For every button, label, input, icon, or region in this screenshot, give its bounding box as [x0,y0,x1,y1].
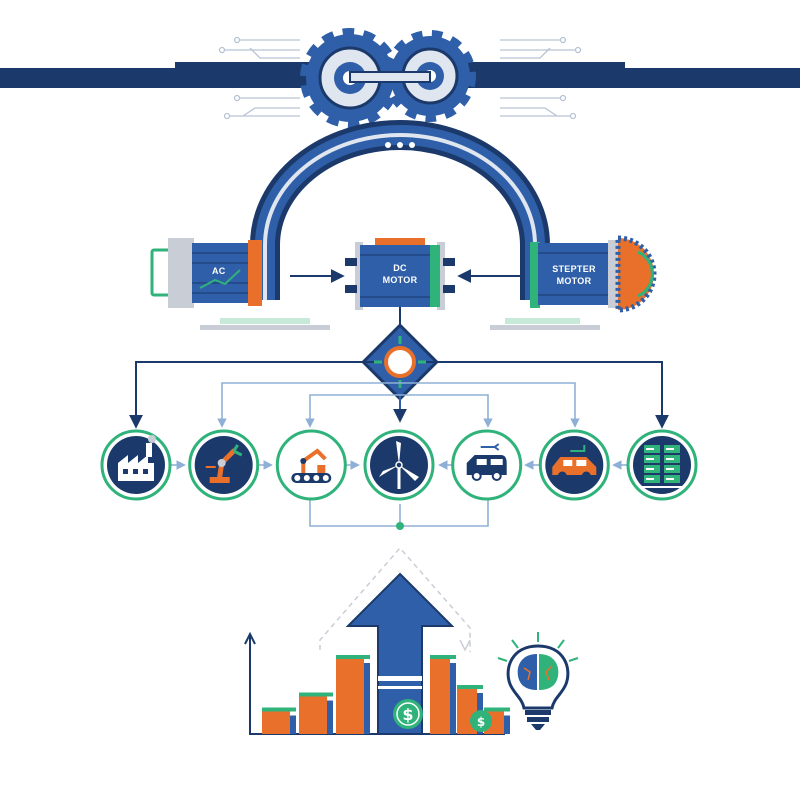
stepper-motor-label-2: MOTOR [557,276,592,286]
dollar-coin-small-icon: $ [470,710,492,732]
gear-link-bar [349,71,431,83]
factory-icon [118,435,156,481]
bar-cap [430,655,456,659]
server-rack-icon [642,445,682,488]
bar-group-0-2 [336,655,370,734]
application-node-fill [633,436,691,494]
bar-cap [457,685,483,689]
dc-motor-label-2: MOTOR [383,275,418,285]
circuit-lines [218,36,582,120]
dc-motor: DC MOTOR [345,238,455,310]
growth-arrow-icon [345,572,455,735]
bar-side [290,715,296,734]
bar [336,659,364,734]
bar-side [450,663,456,734]
bar-side [327,700,333,734]
application-node-wind-turbine [363,429,435,501]
application-node-server-rack [626,429,698,501]
stepper-motor-label-1: STEPTER [552,264,596,274]
electric-van-icon [466,443,507,481]
hub-node [361,307,439,401]
bar-cap [336,655,370,659]
top-banner [0,28,800,128]
ac-motor-label: AC [212,266,226,276]
application-node-conveyor-robot [275,429,347,501]
bar-cap [299,692,333,697]
wind-turbine-icon [379,441,419,489]
ac-motor: AC [150,238,330,330]
bar-group-0-1 [299,692,333,734]
growth-trend-line [319,546,471,652]
bar-group-1-0 [430,655,456,734]
application-node-electric-car [538,429,610,501]
bar [430,659,450,734]
dollar-coin-icon: $ [393,699,423,729]
dollar-sign-small: $ [477,715,485,729]
electric-car-icon [552,445,597,481]
bar [299,696,327,734]
application-node-robot-arm [188,429,260,501]
bar-side [364,663,370,734]
application-node-factory [100,429,172,501]
dollar-sign-large: $ [402,705,413,724]
bar-cap [262,707,296,712]
motor-arch [250,120,550,300]
application-node-electric-van [451,429,523,501]
growth-section: $ $ [244,546,579,735]
distribution-lines [129,361,669,530]
application-nodes [100,429,698,501]
brain-lightbulb-icon [497,632,579,730]
bar-group-0-0 [262,707,296,734]
dc-motor-label-1: DC [393,263,407,273]
bar-cap [484,707,510,712]
robot-arm-icon [205,444,243,483]
bar-side [504,715,510,734]
application-node-fill [282,436,341,494]
stepper-motor: STEPTER MOTOR [490,235,657,330]
bar [262,711,290,734]
conveyor-robot-icon [291,448,332,483]
